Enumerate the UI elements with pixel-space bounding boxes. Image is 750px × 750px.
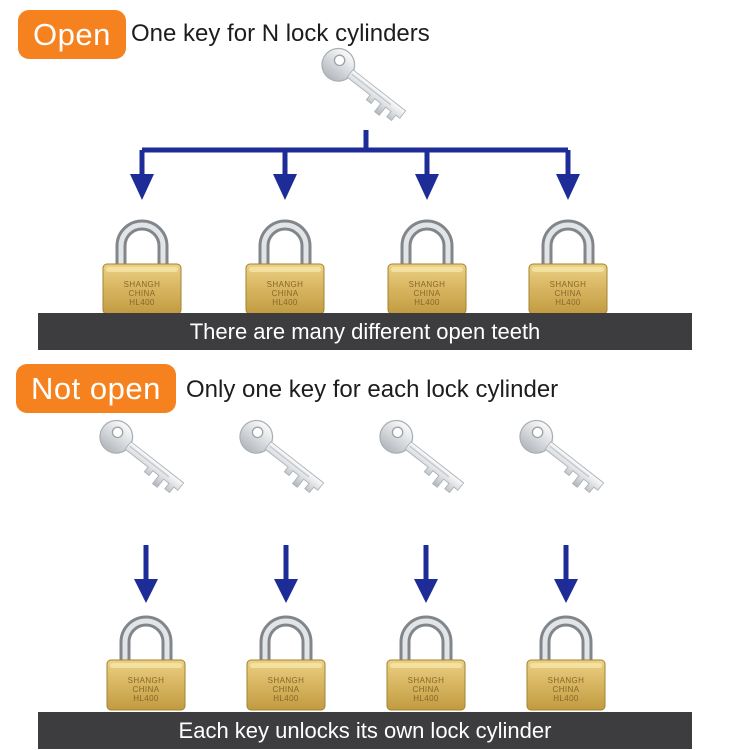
open-heading: One key for N lock cylinders <box>131 20 430 47</box>
padlock-icon <box>372 208 482 316</box>
padlock-icon <box>511 604 621 712</box>
padlock-icon <box>91 604 201 712</box>
not-open-badge: Not open <box>16 364 176 413</box>
padlock-icon <box>230 208 340 316</box>
padlock-icon <box>513 208 623 316</box>
key-icon <box>367 407 485 514</box>
master-key-icon <box>309 35 427 142</box>
padlock-icon <box>87 208 197 316</box>
down-arrow-icon <box>134 545 158 605</box>
key-icon <box>227 407 345 514</box>
open-badge: Open <box>18 10 126 59</box>
down-arrow-icon <box>274 545 298 605</box>
key-icon <box>87 407 205 514</box>
padlock-icon <box>371 604 481 712</box>
down-arrowheads <box>130 174 580 200</box>
down-arrow-icon <box>414 545 438 605</box>
not-open-heading: Only one key for each lock cylinder <box>186 376 559 403</box>
open-banner: There are many different open teeth <box>38 313 692 350</box>
tree-connector <box>130 130 580 200</box>
padlock-icon <box>231 604 341 712</box>
key-icon <box>507 407 625 514</box>
not-open-banner: Each key unlocks its own lock cylinder <box>38 712 692 749</box>
down-arrow-icon <box>554 545 578 605</box>
